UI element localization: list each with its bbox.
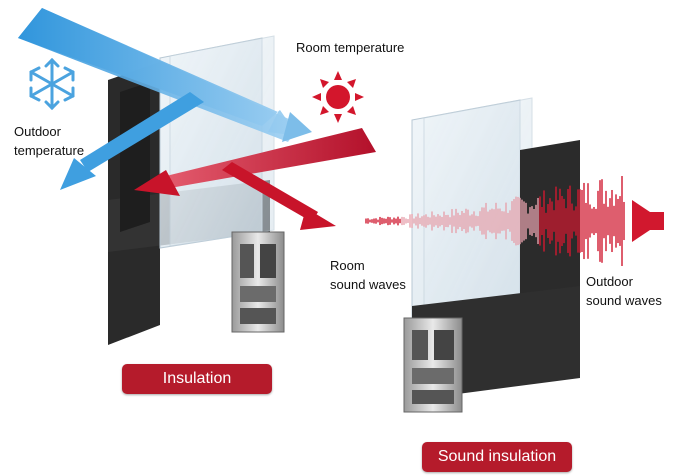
cold-air-arrows [18, 8, 312, 190]
cold-arrow-down-head [60, 158, 96, 190]
outdoor-sound-waves-label-line1: Outdoor [586, 274, 633, 289]
sound-waveform [365, 176, 625, 266]
left-frame-inner [120, 82, 150, 232]
right-window-section [403, 97, 580, 413]
sun-icon [312, 71, 364, 123]
right-profile-chamber-1 [412, 330, 428, 360]
left-profile-chamber-3 [240, 286, 276, 302]
cold-arrow-head-right [282, 112, 312, 142]
room-temperature-label: Room temperature [296, 40, 405, 55]
right-profile-chamber-2 [434, 330, 454, 360]
left-profile-chamber-4 [240, 308, 276, 324]
room-sound-waves-label-line2: sound waves [330, 277, 406, 292]
cold-arrow-down-shaft [80, 92, 204, 172]
speaker-icon [632, 200, 664, 242]
left-glass-pane-2 [169, 35, 275, 247]
heat-arrow-head-left [134, 170, 180, 196]
heat-arrow-band [166, 128, 376, 188]
left-profile-chamber-2 [260, 244, 276, 278]
left-profile-chamber-1 [240, 244, 254, 278]
outdoor-sound-waves-label: Outdoor sound waves [586, 272, 662, 310]
sound-insulation-badge: Sound insulation [422, 442, 572, 472]
heat-arrow-shaft-down [222, 162, 318, 222]
insulation-badge: Insulation [122, 364, 272, 394]
right-profile-chamber-4 [412, 390, 454, 404]
outdoor-sound-waves-label-line2: sound waves [586, 293, 662, 308]
right-profile-chamber-3 [412, 368, 454, 384]
heat-arrows [134, 128, 376, 230]
room-sound-waves-label: Room sound waves [330, 256, 406, 294]
cold-arrow-band [18, 8, 300, 142]
room-sound-waves-label-line1: Room [330, 258, 365, 273]
outdoor-temperature-label-line1: Outdoor [14, 124, 61, 139]
heat-arrow-head-down [300, 208, 336, 230]
outdoor-temperature-label: Outdoor temperature [14, 122, 84, 160]
outdoor-temperature-label-line2: temperature [14, 143, 85, 158]
snowflake-icon [29, 57, 75, 111]
